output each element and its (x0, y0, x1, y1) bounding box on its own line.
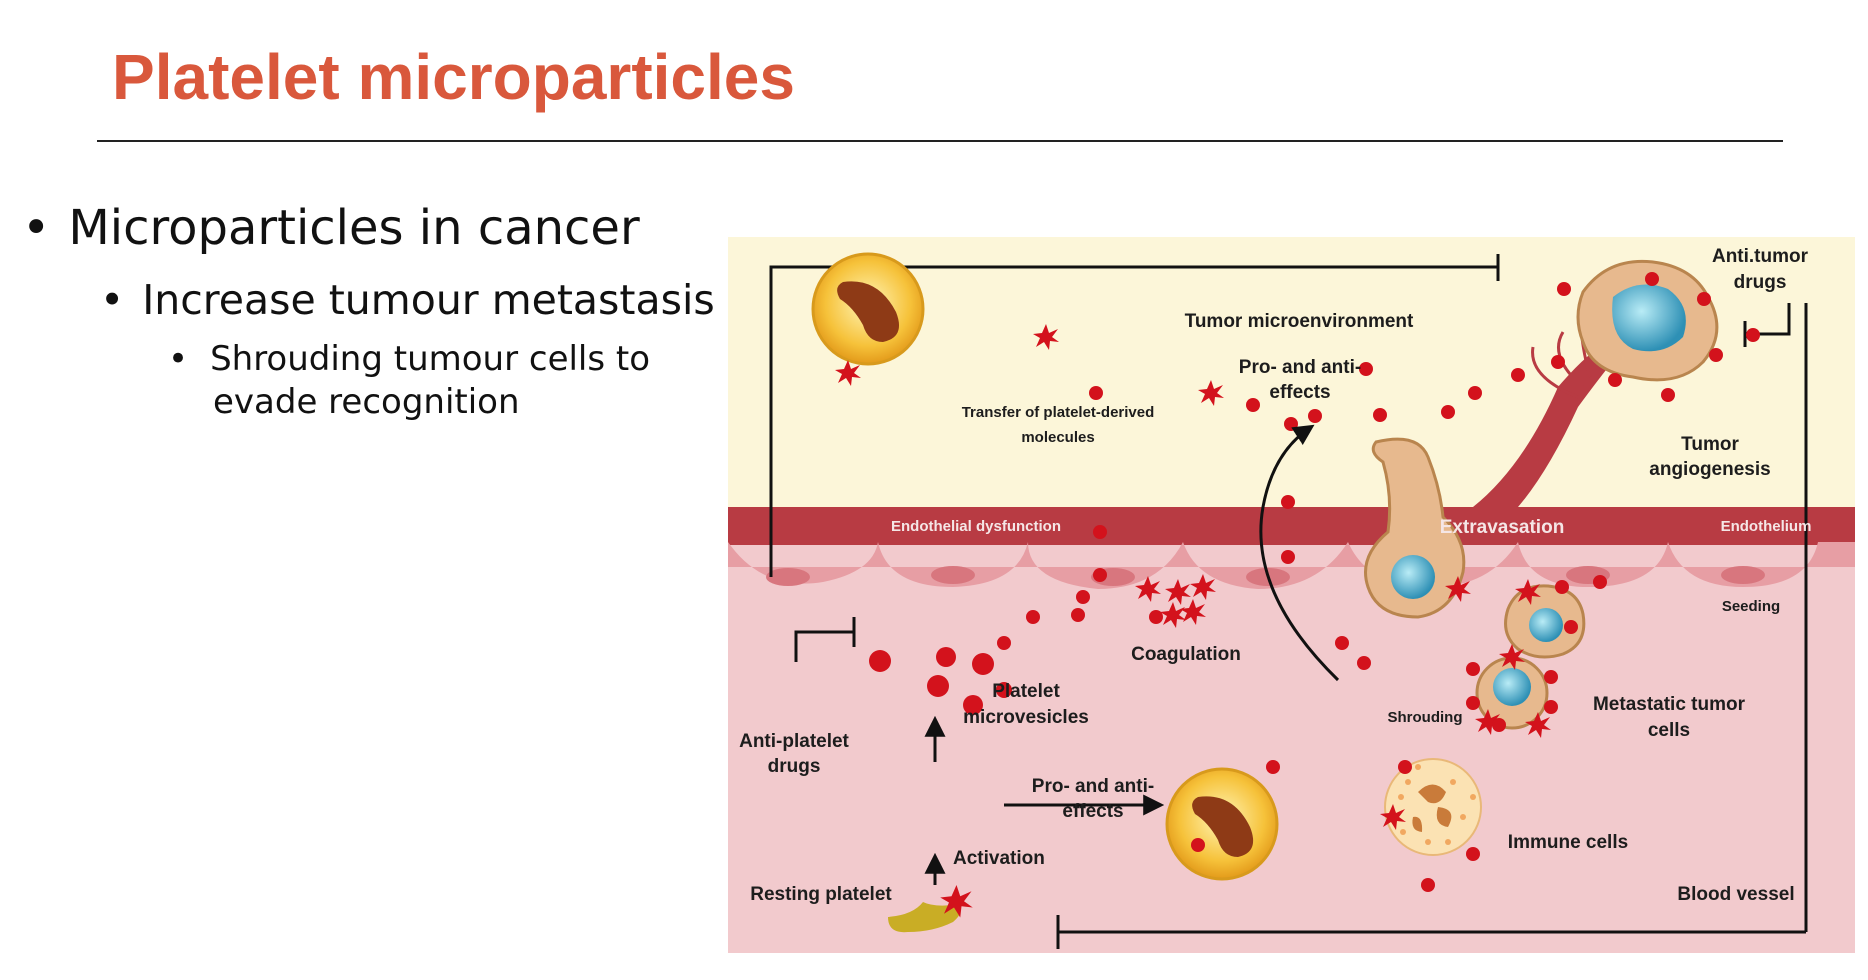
label-seeding: Seeding (1722, 598, 1780, 615)
label-endothelial-dysfunction: Endothelial dysfunction (891, 518, 1061, 535)
label-immune-cells: Immune cells (1508, 832, 1628, 853)
feedback-line-left (769, 265, 1498, 577)
immune-cell (1384, 758, 1482, 856)
bullet-level1: • Microparticles in cancer (22, 200, 640, 256)
label-platelet-mv-1: Platelet (992, 681, 1060, 702)
label-platelet-mv-2: microvesicles (963, 707, 1089, 728)
bullet-level2: • Increase tumour metastasis (100, 276, 715, 324)
label-endothelium: Endothelium (1721, 518, 1812, 535)
label-tumor-angio-1: Tumor (1681, 434, 1739, 455)
label-metastatic-1: Metastatic tumor (1593, 694, 1746, 715)
bottom-cell (1165, 767, 1279, 881)
label-resting-platelet: Resting platelet (750, 884, 892, 905)
curved-arrow (1259, 424, 1340, 682)
microvesicles (869, 272, 1760, 892)
label-pro-anti-bottom-2: effects (1062, 801, 1123, 822)
bullet-dot: • (100, 276, 125, 324)
tumor-cell-extravasating (1364, 437, 1466, 619)
title-divider (97, 140, 1783, 142)
tumor-cell-top (1576, 259, 1719, 382)
label-blood-vessel: Blood vessel (1677, 884, 1794, 905)
bullet-level3-line2: evade recognition (213, 382, 520, 422)
label-pro-anti-bottom-1: Pro- and anti- (1032, 776, 1154, 797)
label-transfer-1: Transfer of platelet-derived (962, 404, 1155, 421)
label-metastatic-2: cells (1648, 720, 1690, 741)
tumor-cell-seeding (1504, 584, 1586, 659)
bullet-dot: • (168, 339, 189, 379)
bullet-level2-text: Increase tumour metastasis (142, 276, 715, 324)
bullet-level1-text: Microparticles in cancer (68, 200, 640, 256)
label-pro-anti-top-1: Pro- and anti- (1239, 357, 1361, 378)
label-tumor-angio-2: angiogenesis (1649, 459, 1770, 480)
label-activation: Activation (953, 848, 1045, 869)
resting-platelet (888, 902, 961, 933)
label-tumor-microenvironment: Tumor microenvironment (1185, 311, 1414, 332)
label-anti-tumor-1: Anti.tumor (1712, 246, 1809, 267)
label-anti-platelet-1: Anti-platelet (739, 731, 849, 752)
angiogenic-vessel (1473, 342, 1618, 507)
label-anti-platelet-2: drugs (768, 756, 821, 777)
anti-platelet-inhibitor (794, 630, 854, 662)
top-left-cell (811, 252, 925, 366)
endothelium-band (728, 507, 1855, 545)
label-extravasation: Extravasation (1440, 517, 1565, 538)
slide-title: Platelet microparticles (112, 41, 795, 113)
label-anti-tumor-2: drugs (1734, 272, 1787, 293)
label-coagulation: Coagulation (1131, 644, 1241, 665)
platelet-microparticles-diagram: Anti.tumor drugs Tumor microenvironment … (728, 237, 1855, 953)
label-shrouding: Shrouding (1388, 709, 1463, 726)
bullet-level3-line1: Shrouding tumour cells to (210, 339, 651, 379)
bullet-dot: • (22, 200, 51, 256)
label-pro-anti-top-2: effects (1269, 382, 1330, 403)
label-transfer-2: molecules (1021, 429, 1094, 446)
